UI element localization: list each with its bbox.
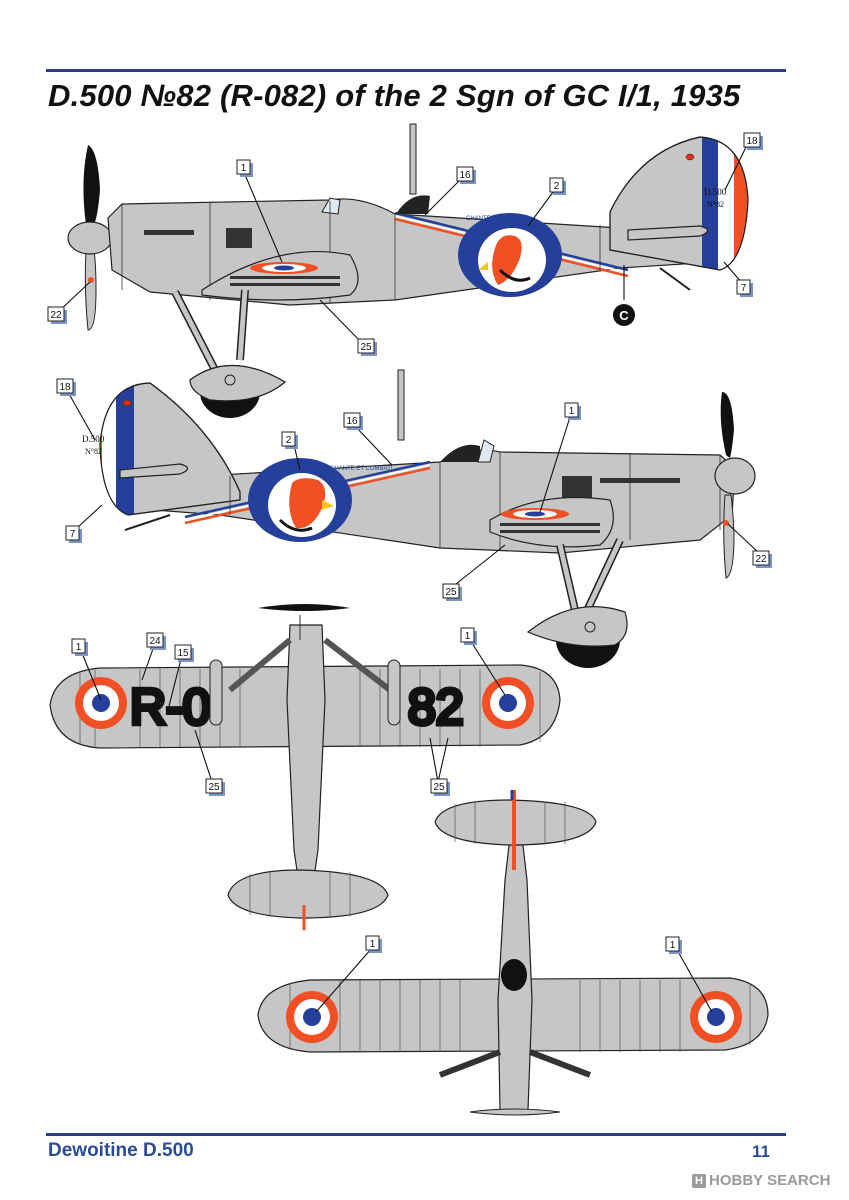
watermark-logo-icon: H bbox=[692, 1174, 706, 1188]
tailplane-top bbox=[227, 869, 389, 919]
callout-tag: 7 bbox=[65, 525, 82, 543]
callout-tag: 16 bbox=[456, 166, 476, 184]
svg-text:1: 1 bbox=[76, 642, 82, 653]
svg-text:22: 22 bbox=[50, 310, 62, 321]
svg-text:2: 2 bbox=[286, 435, 292, 446]
callout-tag: 1 bbox=[236, 159, 253, 177]
callout-tag: 25 bbox=[357, 338, 377, 356]
callout-tag: 1 bbox=[564, 402, 581, 420]
callout-tag: 18 bbox=[743, 132, 763, 150]
emblem-text: CHANTE ET COMBAT! bbox=[330, 466, 393, 472]
svg-text:2: 2 bbox=[554, 181, 560, 192]
callout-tag: 1 bbox=[365, 935, 382, 953]
svg-text:25: 25 bbox=[433, 782, 445, 793]
svg-text:15: 15 bbox=[177, 648, 189, 659]
tail-number: N°82 bbox=[707, 200, 724, 209]
spinner bbox=[67, 221, 113, 255]
page-number: 11 bbox=[752, 1142, 770, 1161]
tail-number: N°82 bbox=[85, 447, 102, 456]
wing-section bbox=[201, 250, 359, 301]
code-left: R-0 bbox=[130, 679, 211, 735]
svg-text:25: 25 bbox=[360, 342, 372, 353]
callout-tag: 7 bbox=[736, 279, 753, 297]
callout-tag: 25 bbox=[430, 778, 450, 796]
callout-tag: 25 bbox=[442, 583, 462, 601]
svg-text:25: 25 bbox=[445, 587, 457, 598]
callout-tag: 2 bbox=[281, 431, 298, 449]
propeller-blade-upper bbox=[83, 145, 100, 225]
svg-text:7: 7 bbox=[70, 529, 76, 540]
top-view: R-0 82 bbox=[49, 604, 561, 930]
svg-text:16: 16 bbox=[346, 416, 358, 427]
callout-tag: 1 bbox=[71, 638, 88, 656]
callout-tag: 24 bbox=[146, 632, 166, 650]
svg-text:1: 1 bbox=[241, 163, 247, 174]
watermark-text: HOBBY SEARCH bbox=[709, 1172, 831, 1189]
callout-tag: 22 bbox=[47, 306, 67, 324]
callout-tag: 2 bbox=[549, 177, 566, 195]
svg-text:1: 1 bbox=[569, 406, 575, 417]
callout-tag: 18 bbox=[56, 378, 76, 396]
svg-text:25: 25 bbox=[208, 782, 220, 793]
callout-tag: 25 bbox=[205, 778, 225, 796]
propeller-blade-lower bbox=[84, 249, 97, 331]
callout-tag: 22 bbox=[752, 550, 772, 568]
propeller-top bbox=[258, 604, 350, 611]
callout-tag: 1 bbox=[460, 627, 477, 645]
tail-text: D.500 bbox=[704, 187, 727, 197]
emblem-text: CHANTE ET COMBAT! bbox=[466, 216, 529, 222]
side-view-left-profile: D.500 N°82 CHANTE ET COMBAT! bbox=[67, 123, 749, 418]
svg-text:1: 1 bbox=[370, 939, 376, 950]
svg-text:22: 22 bbox=[755, 554, 767, 565]
svg-text:1: 1 bbox=[670, 940, 676, 951]
fuselage-top bbox=[286, 624, 326, 906]
svg-text:16: 16 bbox=[459, 170, 471, 181]
canopy-windscreen bbox=[321, 197, 341, 215]
callout-tag: 16 bbox=[343, 412, 363, 430]
footer-model-name: Dewoitine D.500 bbox=[48, 1140, 194, 1161]
page-title: D.500 №82 (R-082) of the 2 Sgn of GC I/1… bbox=[48, 78, 741, 113]
svg-text:18: 18 bbox=[59, 382, 71, 393]
callout-c-label: C bbox=[619, 308, 629, 323]
top-rule bbox=[46, 69, 786, 72]
code-right: 82 bbox=[408, 679, 464, 735]
svg-text:1: 1 bbox=[465, 631, 471, 642]
callout-tag: 15 bbox=[174, 644, 194, 662]
callout-tag: 1 bbox=[665, 936, 682, 954]
bottom-view bbox=[257, 790, 769, 1116]
tailplane bbox=[627, 225, 709, 241]
svg-text:24: 24 bbox=[149, 636, 161, 647]
side-view-right-profile: D.500 N°82 CHANTE ET COMBAT! bbox=[82, 369, 756, 668]
svg-text:7: 7 bbox=[741, 283, 747, 294]
tail-text: D.500 bbox=[82, 434, 105, 444]
bottom-rule bbox=[46, 1133, 786, 1136]
svg-text:18: 18 bbox=[746, 136, 758, 147]
